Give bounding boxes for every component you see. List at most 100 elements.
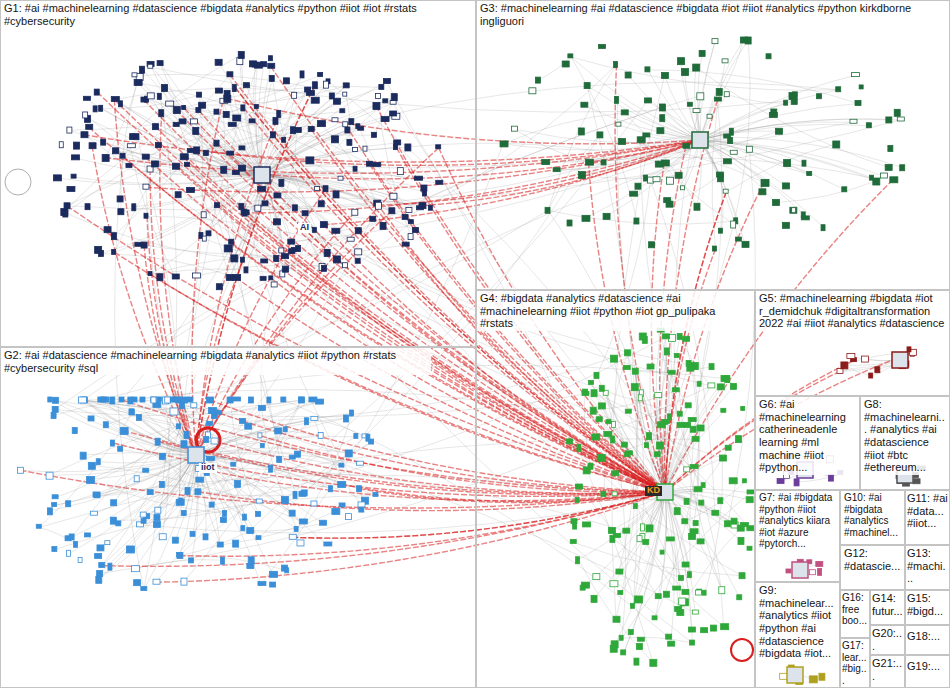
vertex — [735, 436, 741, 443]
network-edge — [262, 103, 393, 175]
vertex — [701, 628, 708, 633]
vertex — [545, 207, 550, 213]
vertex — [96, 576, 102, 583]
vertex — [134, 476, 139, 482]
vertex — [103, 422, 108, 428]
vertex — [78, 397, 86, 403]
vertex — [243, 83, 249, 88]
network-edge — [86, 99, 262, 175]
vertex — [324, 249, 330, 256]
group-panel: G6: #ai #machinelearning catherineadenle… — [755, 396, 860, 490]
network-edge — [196, 212, 355, 455]
network-edge — [615, 65, 665, 492]
vertex — [273, 219, 280, 225]
vertex — [140, 397, 145, 402]
vertex — [258, 405, 265, 410]
vertex — [875, 367, 880, 373]
group-panel: G17: lear... #big... — [840, 638, 870, 688]
vertex — [116, 521, 121, 526]
vertex — [397, 168, 403, 175]
vertex — [852, 73, 860, 77]
vertex — [775, 128, 782, 134]
vertex — [610, 581, 618, 587]
network-edge — [624, 489, 663, 653]
vertex — [184, 162, 189, 166]
vertex — [578, 172, 585, 179]
vertex — [312, 82, 317, 89]
network-edge — [91, 465, 302, 522]
vertex — [682, 519, 688, 524]
vertex — [173, 107, 180, 114]
network-edge — [700, 140, 876, 181]
group-panel: G8: #machinelearni... #analytics #ai #da… — [860, 396, 950, 490]
vertex — [667, 414, 671, 420]
group-header: G7: #ai #bigdata #python #iiot #analytic… — [756, 491, 839, 551]
vertex — [646, 525, 653, 532]
vertex — [801, 212, 805, 218]
vertex — [227, 151, 234, 155]
vertex — [363, 146, 367, 151]
network-edge — [156, 492, 665, 582]
vertex — [890, 177, 898, 183]
vertex — [231, 255, 238, 262]
vertex — [869, 373, 873, 378]
vertex — [181, 510, 186, 515]
vertex — [645, 98, 652, 103]
group-panel: G12: #datascie... — [840, 545, 905, 590]
vertex — [111, 97, 119, 102]
vertex — [393, 145, 397, 150]
vertex — [816, 561, 823, 566]
vertex — [65, 536, 71, 541]
network-edge — [196, 455, 261, 585]
vertex — [300, 71, 304, 78]
vertex — [847, 353, 855, 358]
vertex — [244, 267, 248, 273]
vertex — [233, 540, 239, 547]
vertex — [309, 397, 317, 402]
vertex — [203, 534, 208, 540]
vertex — [193, 127, 199, 134]
vertex — [269, 571, 277, 577]
network-edge — [700, 131, 778, 140]
group-header: G20:... — [871, 626, 904, 653]
vertex — [53, 175, 61, 181]
vertex — [343, 122, 348, 127]
vertex — [631, 384, 638, 391]
vertex — [699, 50, 705, 56]
group-header: G15: #bigd... — [906, 591, 949, 618]
vertex — [415, 176, 423, 180]
vertex — [655, 594, 661, 599]
vertex — [571, 519, 577, 524]
network-edge — [220, 413, 665, 492]
vertex-group — [500, 37, 905, 251]
vertex — [333, 256, 340, 263]
vertex — [529, 88, 536, 94]
vertex — [17, 467, 23, 473]
vertex — [302, 211, 308, 216]
vertex — [63, 210, 68, 217]
group-panel: G11: #ai #data... #iiot... — [905, 490, 950, 545]
vertex — [83, 112, 88, 118]
vertex — [618, 590, 623, 594]
vertex — [190, 531, 195, 536]
vertex — [894, 109, 900, 116]
vertex — [643, 539, 649, 544]
vertex — [144, 213, 148, 218]
network-edge — [272, 78, 327, 252]
vertex — [699, 500, 704, 505]
vertex — [159, 453, 165, 459]
network-edge — [613, 492, 665, 648]
network-edge — [196, 418, 346, 455]
vertex — [204, 436, 209, 442]
vertex — [718, 228, 722, 233]
vertex — [821, 225, 825, 231]
vertex — [96, 459, 100, 465]
network-edge — [180, 531, 250, 556]
vertex — [900, 165, 905, 171]
vertex — [674, 508, 680, 515]
vertex — [172, 163, 179, 169]
vertex — [686, 360, 691, 366]
network-edge — [700, 140, 738, 240]
group-header: G1: #ai #machinelearning #datascience #b… — [1, 1, 441, 28]
self-loop — [731, 639, 753, 661]
